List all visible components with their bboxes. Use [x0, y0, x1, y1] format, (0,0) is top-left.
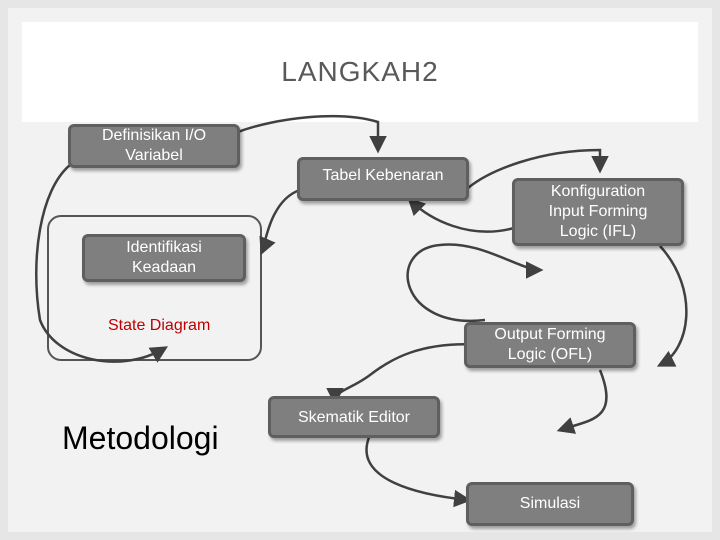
node-konfiguration: Konfiguration Input Forming Logic (IFL) [512, 178, 684, 246]
arrow-tabel-to-konfiguration [467, 148, 609, 189]
node-simulasi-label: Simulasi [519, 495, 581, 512]
arrow-tabel-to-identifikasi [259, 188, 301, 256]
node-definisikan-label: Definisikan I/O Variabel [101, 127, 207, 164]
node-identifikasi-label: Identifikasi Keadaan [126, 239, 202, 276]
node-konfiguration-label: Konfiguration Input Forming Logic (IFL) [548, 183, 648, 240]
arrow-output-loop-to-skematik [326, 343, 486, 406]
arrow-definisikan-to-state [35, 164, 169, 363]
metodologi-label: Metodologi [62, 420, 219, 456]
node-simulasi: Simulasi [466, 482, 634, 526]
arrow-konfiguration-to-output [656, 245, 688, 367]
node-output-forming: Output Forming Logic (OFL) [464, 322, 636, 368]
node-output-label: Output Forming Logic (OFL) [494, 326, 606, 363]
arrow-skematik-to-simulasi [365, 434, 472, 508]
arrow-output-to-konfiguration [406, 243, 544, 323]
node-skematik-editor: Skematik Editor [268, 396, 440, 438]
arrow-output-to-skematik [556, 369, 608, 434]
slide-title: LANGKAH2 [281, 56, 439, 87]
arrow-definisikan-to-tabel [237, 114, 387, 154]
node-definisikan: Definisikan I/O Variabel [68, 124, 240, 168]
state-diagram-label: State Diagram [108, 317, 211, 334]
node-tabel-kebenaran: Tabel Kebenaran [297, 157, 469, 201]
arrow-konfiguration-to-tabel [407, 197, 515, 233]
title-band [22, 22, 698, 122]
node-tabel-label: Tabel Kebenaran [322, 167, 444, 184]
node-skematik-label: Skematik Editor [297, 409, 411, 426]
node-identifikasi: Identifikasi Keadaan [82, 234, 246, 282]
